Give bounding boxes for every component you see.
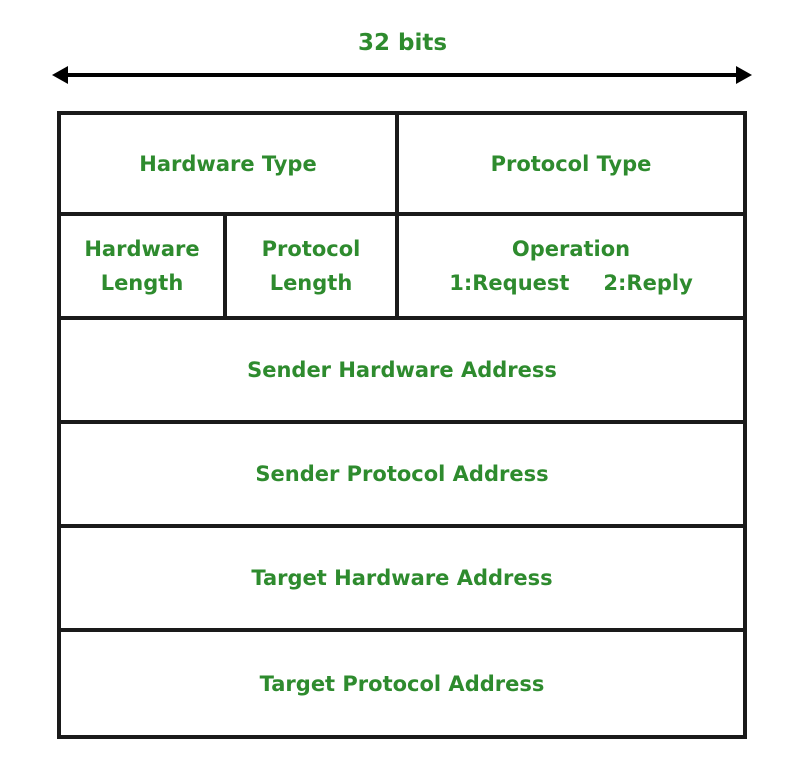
operation-reply-value: 2:Reply [603,271,693,295]
field-sender-hardware-address: Sender Hardware Address [57,316,747,424]
field-protocol-type-label: Protocol Type [490,151,652,176]
width-label: 32 bits [357,30,448,56]
field-hardware-length-line2: Length [100,271,184,295]
field-target-hardware-address: Target Hardware Address [57,524,747,632]
field-protocol-length: Protocol Length [223,212,399,320]
field-operation-title: Operation [511,237,631,261]
field-hardware-type: Hardware Type [57,111,399,216]
field-operation-values: 1:Request 2:Reply [449,266,693,300]
field-protocol-length-line1: Protocol [261,237,361,261]
field-target-hardware-address-label: Target Hardware Address [251,566,553,590]
field-hardware-length: Hardware Length [57,212,227,320]
field-sender-protocol-address-label: Sender Protocol Address [255,462,549,486]
field-target-protocol-address-label: Target Protocol Address [259,671,545,696]
field-hardware-length-line1: Hardware [84,237,200,261]
width-arrow-head-left [52,66,68,84]
field-protocol-length-line2: Length [269,271,353,295]
operation-request-value: 1:Request [449,271,570,295]
width-arrow [52,66,752,84]
field-hardware-type-label: Hardware Type [139,151,317,176]
field-protocol-type: Protocol Type [395,111,747,216]
field-operation: Operation 1:Request 2:Reply [395,212,747,320]
field-sender-protocol-address: Sender Protocol Address [57,420,747,528]
field-sender-hardware-address-label: Sender Hardware Address [247,358,557,382]
width-arrow-head-right [736,66,752,84]
field-target-protocol-address: Target Protocol Address [57,628,747,739]
arp-packet-format: Hardware Type Protocol Type Hardware Len… [57,111,747,739]
